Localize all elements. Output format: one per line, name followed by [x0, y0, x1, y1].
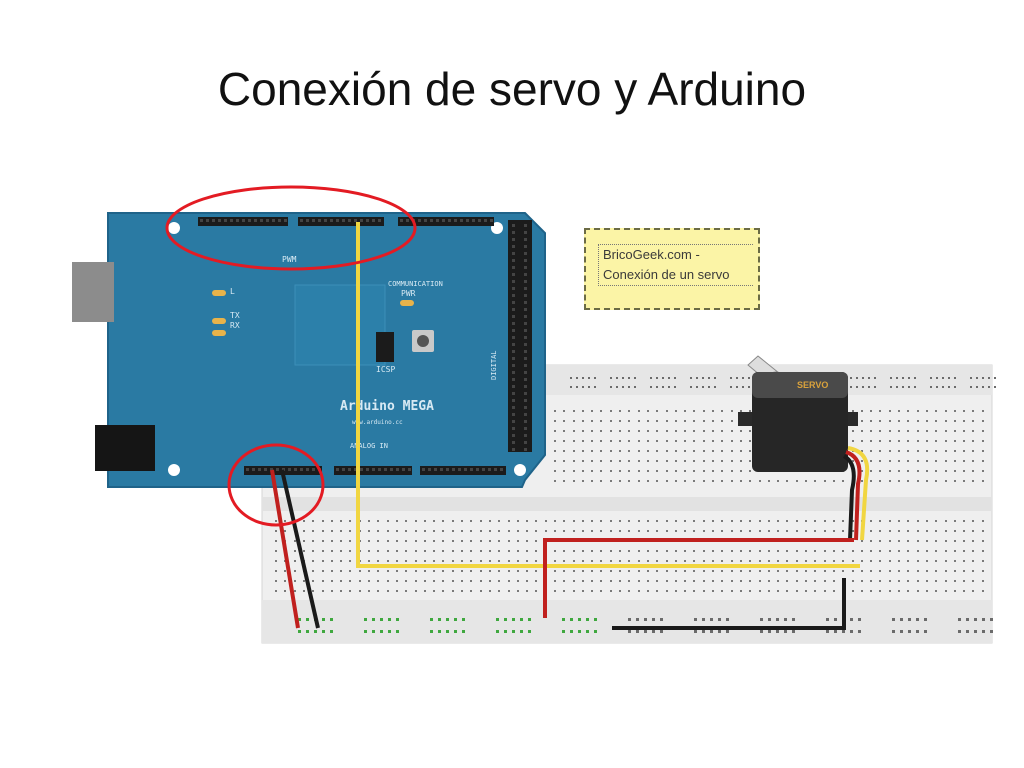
led-pwr: [400, 300, 414, 306]
power-pins-highlight: [227, 443, 325, 527]
communication-label: COMMUNICATION: [388, 280, 443, 288]
pwm-header-right: [298, 217, 384, 226]
wires: [270, 222, 870, 630]
analog-label: ANALOG IN: [350, 442, 388, 450]
arduino-board: L TX RX PWR ICSP PWM COMMUNICATION Ardui…: [72, 212, 546, 488]
led-rx: [212, 330, 226, 336]
led-l: [212, 290, 226, 296]
pwm-label: PWM: [282, 255, 297, 264]
pwr-label: PWR: [401, 289, 416, 298]
servo-label: SERVO: [797, 380, 828, 390]
note-line-1: BricoGeek.com -: [603, 247, 700, 262]
pwm-pins-highlight: [165, 185, 417, 271]
icsp-header: [376, 332, 394, 362]
servo-ground-lead: [842, 454, 856, 541]
led-l-label: L: [230, 287, 235, 296]
power-wire: [543, 538, 854, 618]
header-pins: [200, 219, 527, 471]
arduino-5v-wire: [270, 469, 300, 629]
servo-signal-lead: [847, 446, 870, 541]
board-name: Arduino MEGA: [340, 399, 434, 414]
analog-header-right: [420, 466, 506, 475]
signal-wire: [356, 222, 860, 568]
led-tx-label: TX: [230, 311, 240, 320]
slide-title: Conexión de servo y Arduino: [217, 63, 807, 115]
microcontroller: [294, 284, 386, 366]
note-line-2: Conexión de un servo: [603, 267, 730, 282]
communication-header: [398, 217, 494, 226]
ground-wire: [612, 578, 846, 630]
arduino-gnd-wire: [280, 469, 320, 629]
usb-connector: [72, 262, 114, 322]
icsp-label: ICSP: [376, 365, 395, 374]
led-tx: [212, 318, 226, 324]
led-rx-label: RX: [230, 321, 240, 330]
power-jack: [95, 425, 155, 471]
servo-power-lead: [845, 450, 862, 541]
bricogeek-note: BricoGeek.com - Conexión de un servo: [584, 228, 760, 310]
digital-header: [508, 220, 532, 452]
board-site: www.arduino.cc: [352, 419, 403, 426]
digital-label: DIGITAL: [490, 350, 498, 380]
servo-motor: SERVO: [738, 355, 858, 472]
